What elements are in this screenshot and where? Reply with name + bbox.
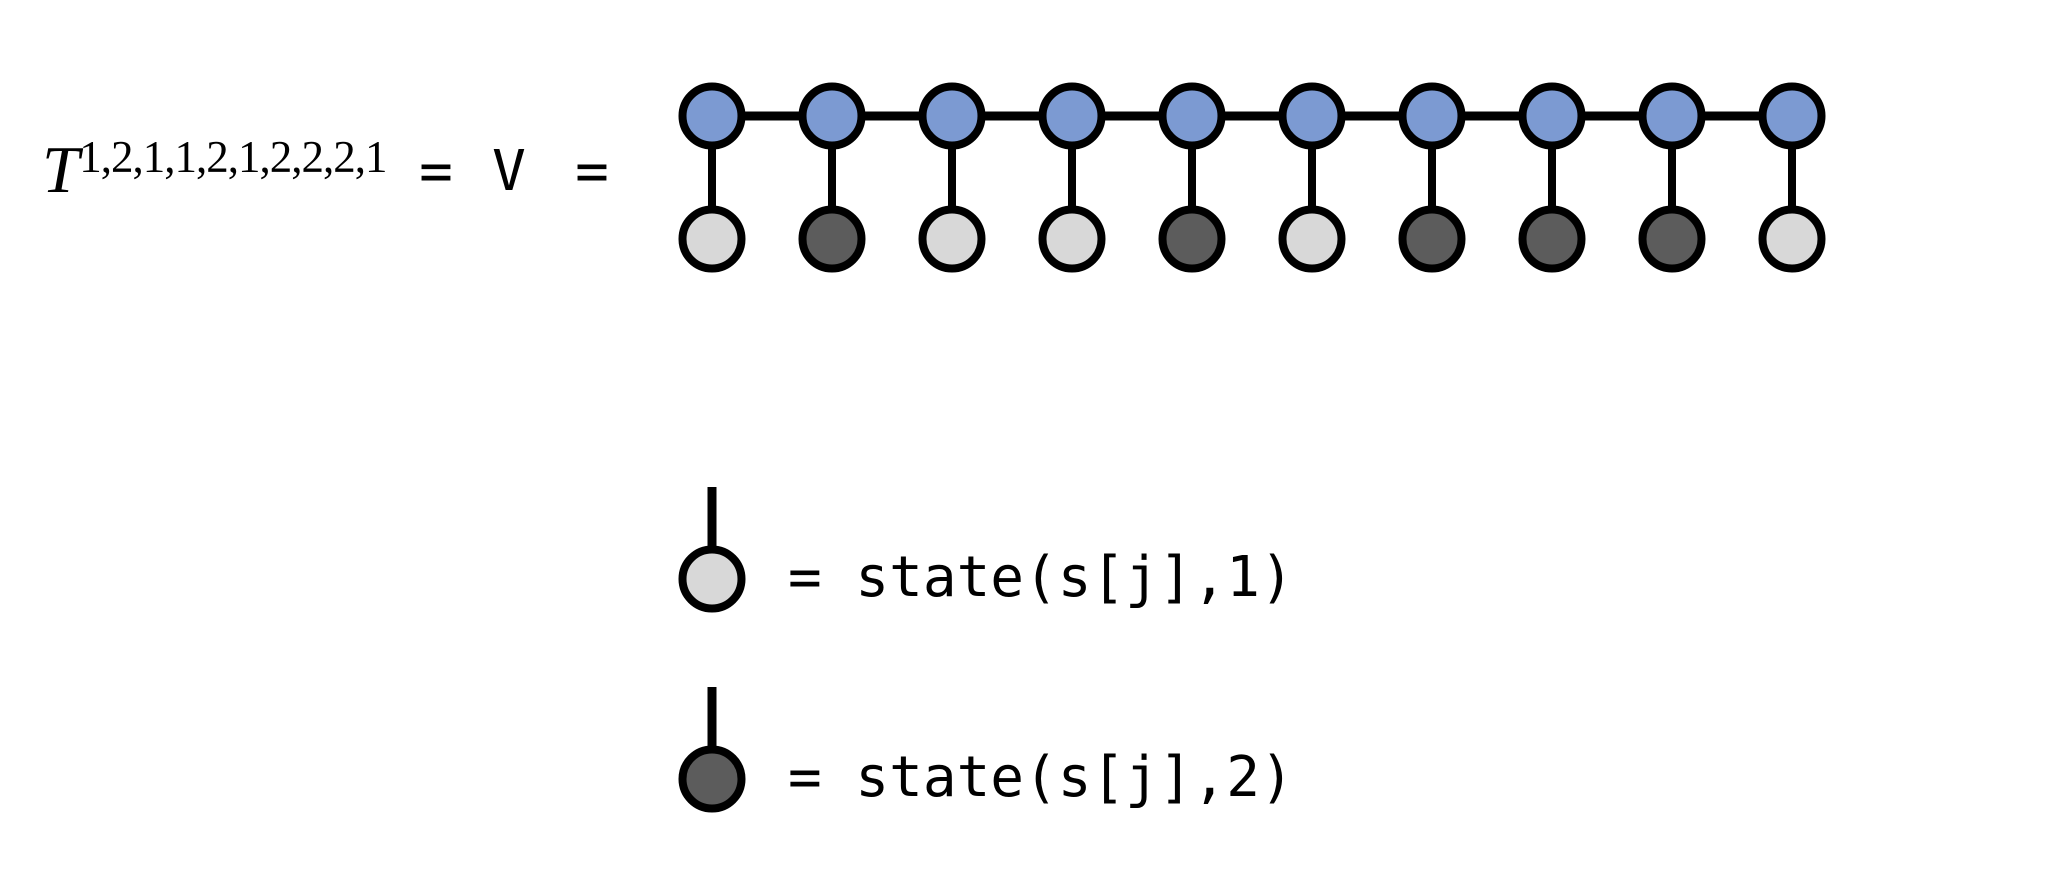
equals-sign-left: = (419, 139, 453, 204)
tensor-node (1278, 82, 1346, 150)
state-node (1758, 205, 1826, 273)
state-node (1518, 205, 1586, 273)
tensor-node (798, 82, 866, 150)
tensor-label: T1,2,1,1,2,1,2,2,2,1 (42, 132, 388, 207)
tensor-node (918, 82, 986, 150)
state-node (798, 205, 866, 273)
legend-state2-icon (678, 745, 746, 813)
tensor-node (1398, 82, 1466, 150)
legend-state1-label: = state(s[j],1) (788, 545, 1294, 610)
tensor-node (1038, 82, 1106, 150)
state-node (918, 205, 986, 273)
tensor-node (1518, 82, 1586, 150)
state-node (678, 205, 746, 273)
tensor-symbol: T (42, 133, 80, 207)
state-node (1638, 205, 1706, 273)
equals-sign-right: = (575, 139, 609, 204)
state-node (1278, 205, 1346, 273)
tensor-node (678, 82, 746, 150)
state-node (1398, 205, 1466, 273)
tensor-node (1158, 82, 1226, 150)
tensor-superscript: 1,2,1,1,2,1,2,2,2,1 (79, 132, 387, 182)
legend-state2-label: = state(s[j],2) (788, 745, 1294, 810)
tensor-node (1638, 82, 1706, 150)
v-symbol: V (492, 139, 526, 204)
state-node (1038, 205, 1106, 273)
legend-state1-icon (678, 545, 746, 613)
tensor-node (1758, 82, 1826, 150)
state-node (1158, 205, 1226, 273)
